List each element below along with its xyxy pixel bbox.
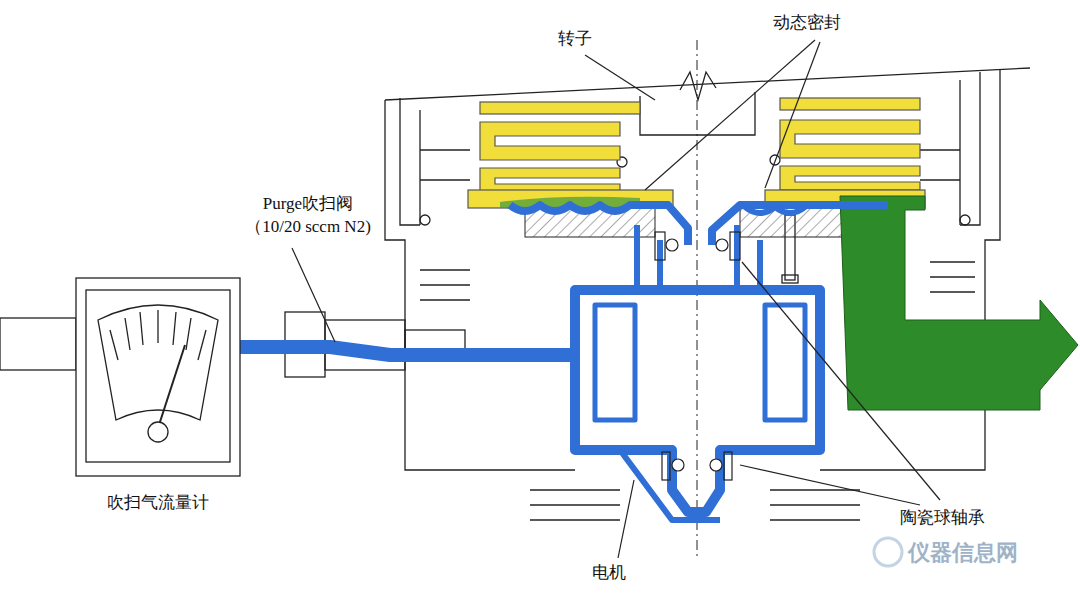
watermark: 仪器信息网 (908, 538, 1048, 568)
part-label: 陶瓷球轴承 (900, 507, 1010, 530)
part-label: 转子 (558, 28, 618, 51)
flow-meter (0, 278, 240, 476)
ceramic-bearings (655, 232, 740, 480)
part-label: 动态密封 (773, 12, 863, 35)
part-label: 吹扫气流量计 (88, 492, 228, 515)
housing-outline (285, 40, 1030, 560)
leader-lines (292, 40, 940, 558)
part-label: Purge吹扫阀 （10/20 sccm N2) (238, 193, 378, 239)
exhaust-flow (840, 196, 1078, 410)
rotor-stages (468, 98, 925, 208)
purge-channel (240, 205, 888, 520)
watermark-icon (874, 538, 902, 566)
part-label: 电机 (592, 562, 652, 585)
